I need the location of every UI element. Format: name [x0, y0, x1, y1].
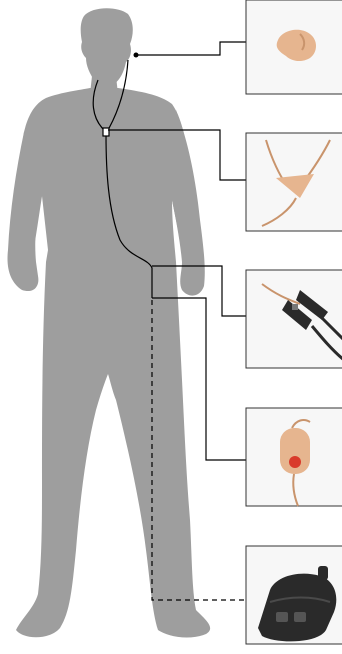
panel-earpiece [246, 0, 342, 94]
silhouette-legs [16, 262, 210, 637]
panel-cable [246, 270, 342, 368]
panel-microphone [246, 133, 342, 231]
silhouette-head [81, 8, 133, 86]
panel-radio [246, 546, 342, 644]
mic-clip-marker [103, 128, 109, 136]
silhouette-torso [10, 88, 200, 270]
silhouette-arm-right [172, 110, 205, 296]
connector-earpiece [136, 42, 246, 55]
person-silhouette [8, 8, 211, 637]
panel-ptt [246, 408, 342, 506]
